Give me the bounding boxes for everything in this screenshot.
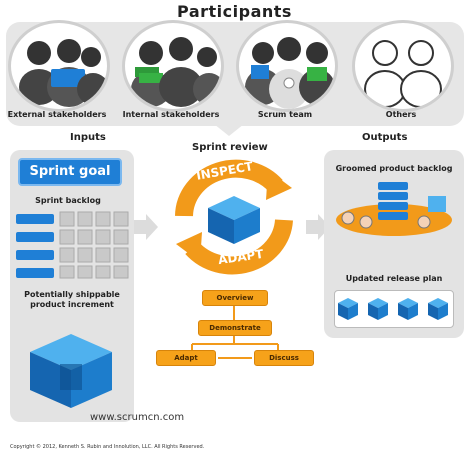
increment-label: Potentially shippable product increment: [24, 290, 120, 309]
sprint-backlog-label: Sprint backlog: [35, 196, 101, 205]
sprint-review-heading: Sprint review: [192, 142, 268, 153]
participants-title: Participants: [177, 2, 292, 21]
inspect-adapt-cycle: [175, 159, 293, 275]
step-discuss: Discuss: [254, 350, 314, 366]
release-plan-cubes-icon: [338, 298, 448, 320]
scrum-team-circle: [236, 20, 338, 112]
copyright-notice: Copyright © 2012, Kenneth S. Rubin and I…: [10, 444, 205, 450]
people-icon: [19, 39, 107, 107]
review-steps-connectors: [191, 304, 279, 359]
internal-stakeholders-circle: [122, 20, 224, 112]
step-demonstrate: Demonstrate: [198, 320, 272, 336]
people-outline-icon: [364, 40, 442, 108]
others-circle: [352, 20, 454, 112]
groomed-backlog-icon: [336, 182, 452, 236]
group-label-internal: Internal stakeholders: [122, 110, 220, 119]
people-icon: [131, 37, 221, 107]
group-label-scrum-team: Scrum team: [257, 110, 313, 119]
inputs-heading: Inputs: [70, 132, 106, 143]
outputs-heading: Outputs: [362, 132, 408, 143]
watermark-url: www.scrumcn.com: [90, 412, 185, 423]
step-adapt: Adapt: [156, 350, 216, 366]
step-overview: Overview: [202, 290, 268, 306]
external-stakeholders-circle: [8, 20, 110, 112]
product-increment-cube-icon: [30, 334, 112, 408]
inputs-arrow-icon: [134, 214, 158, 240]
sprint-backlog-grid: [16, 211, 129, 279]
group-label-others: Others: [385, 110, 417, 119]
groomed-backlog-label: Groomed product backlog: [335, 164, 453, 173]
group-label-external: External stakeholders: [7, 110, 107, 119]
band-pointer: [214, 124, 244, 136]
people-icon: [245, 37, 335, 109]
sprint-goal-box: Sprint goal: [18, 158, 122, 186]
release-plan-label: Updated release plan: [345, 274, 443, 283]
